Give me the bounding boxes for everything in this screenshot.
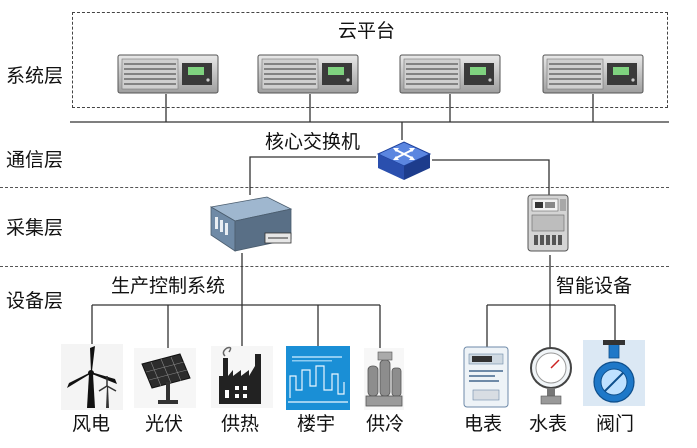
server-2: [257, 54, 359, 94]
device-label-meter: 电表: [464, 413, 503, 435]
wind-turbine-icon: [61, 344, 123, 410]
server-3: [399, 54, 501, 94]
divider-comm-collect: [0, 187, 669, 188]
device-label-building: 楼宇: [297, 413, 336, 435]
layer-label-system: 系统层: [6, 65, 64, 87]
server-4: [542, 54, 644, 94]
device-label-water: 水表: [529, 413, 568, 435]
smart-meter-collector-icon: [527, 194, 569, 252]
cooling-unit-icon: [364, 348, 404, 410]
layer-label-device: 设备层: [6, 290, 64, 312]
layer-label-collect: 采集层: [6, 217, 64, 239]
electric-meter-icon: [463, 346, 509, 408]
device-label-heat: 供热: [221, 413, 260, 435]
data-gateway-icon: [209, 196, 293, 252]
layer-label-comm: 通信层: [6, 149, 64, 171]
heating-plant-icon: [211, 346, 273, 408]
divider-collect-device: [0, 266, 669, 267]
production-control-label: 生产控制系统: [111, 275, 226, 297]
device-label-solar: 光伏: [145, 413, 184, 435]
core-switch-icon: [376, 141, 432, 180]
solar-panel-icon: [134, 348, 196, 408]
water-meter-icon: [530, 347, 572, 405]
smart-device-label: 智能设备: [556, 275, 633, 297]
valve-icon: [583, 340, 645, 406]
device-label-wind: 风电: [72, 413, 111, 435]
device-label-cooling: 供冷: [366, 413, 405, 435]
device-label-valve: 阀门: [596, 413, 635, 435]
building-control-icon: [286, 346, 350, 410]
cloud-platform-frame: [72, 12, 668, 108]
server-1: [117, 54, 219, 94]
cloud-platform-label: 云平台: [338, 20, 396, 42]
core-switch-label: 核心交换机: [265, 131, 361, 153]
